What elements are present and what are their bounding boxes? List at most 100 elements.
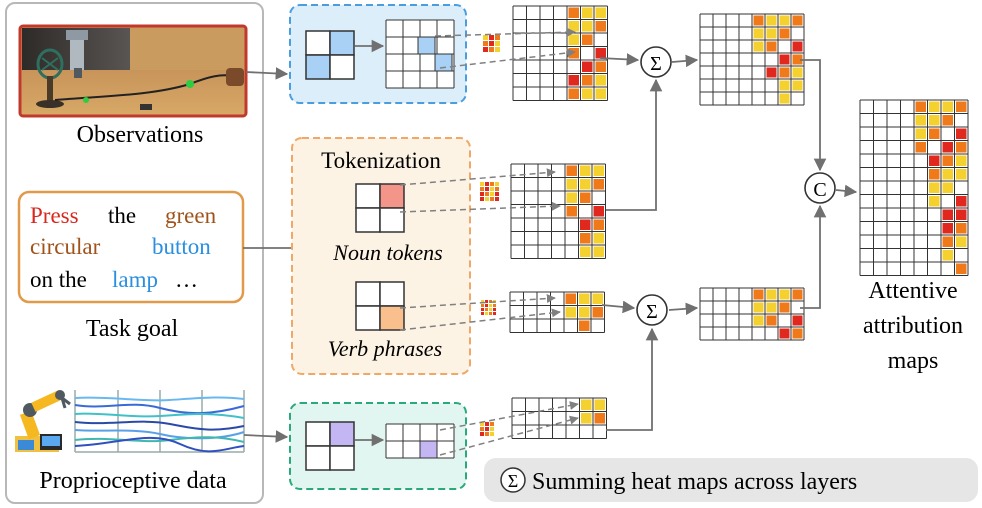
mini-cell <box>485 197 489 201</box>
heat-cell <box>593 398 606 411</box>
robot-arm-icon <box>15 390 71 452</box>
proprio-highlight <box>419 440 438 459</box>
mini-cell <box>483 47 488 52</box>
heat-cell <box>955 100 968 113</box>
heat-cell <box>752 27 765 40</box>
heat-cell <box>778 327 791 340</box>
word-the: the <box>108 203 136 228</box>
heat-cell <box>791 288 804 301</box>
mini-cell <box>481 312 484 315</box>
heat-cell <box>955 195 968 208</box>
mini-cell <box>490 427 494 431</box>
heat-cell <box>791 314 804 327</box>
heat-cell <box>592 178 605 191</box>
heat-cell <box>941 208 954 221</box>
heat-cell <box>591 306 604 319</box>
proprio-token-grid-2x2 <box>305 421 355 471</box>
heat-cell <box>565 205 578 218</box>
mini-cell <box>493 308 496 311</box>
heat-cell <box>752 14 765 27</box>
noun-token-grid <box>355 183 405 233</box>
word-ellipsis: … <box>175 267 198 292</box>
arrow-proprio <box>243 430 289 443</box>
mini-cell <box>485 422 489 426</box>
heat-cell <box>593 412 606 425</box>
heat-cell <box>778 53 791 66</box>
heatmap-obs-sum <box>699 13 805 106</box>
heat-cell <box>778 288 791 301</box>
heat-cell <box>581 20 594 33</box>
heat-cell <box>579 164 592 177</box>
heat-cell <box>778 92 791 105</box>
mini-cell <box>485 187 489 191</box>
heat-cell <box>955 141 968 154</box>
sum-node-bottom: Σ <box>636 294 668 326</box>
heat-cell <box>594 87 607 100</box>
mini-cell <box>495 35 500 40</box>
heat-cell <box>941 100 954 113</box>
heat-cell <box>579 218 592 231</box>
svg-text:maps: maps <box>888 348 939 374</box>
heat-cell <box>928 100 941 113</box>
attentive-attribution-map <box>859 99 969 276</box>
mini-cell <box>495 197 499 201</box>
mini-cell <box>480 422 484 426</box>
noun-tokens-label: Noun tokens <box>332 240 442 265</box>
heat-cell <box>791 66 804 79</box>
proprioceptive-label: Proprioceptive data <box>39 468 227 494</box>
heatmap-lang-proprio-sum <box>699 287 805 341</box>
heat-cell <box>567 74 580 87</box>
heat-cell <box>578 306 591 319</box>
heat-cell <box>914 141 927 154</box>
mini-cell <box>489 35 494 40</box>
obs-highlight-b <box>434 53 453 72</box>
heat-cell <box>791 40 804 53</box>
mini-cell <box>489 47 494 52</box>
svg-text:Σ: Σ <box>508 471 518 491</box>
heat-cell <box>592 218 605 231</box>
heat-cell <box>594 47 607 60</box>
word-button: button <box>152 234 211 259</box>
verb-phrases-label: Verb phrases <box>328 336 442 361</box>
mini-cell <box>485 304 488 307</box>
mini-cell <box>489 312 492 315</box>
heat-cell <box>581 6 594 19</box>
mini-cell <box>495 192 499 196</box>
obs-highlight-a <box>417 36 436 55</box>
mini-cell <box>490 197 494 201</box>
mini-cell <box>480 182 484 186</box>
heat-cell <box>914 100 927 113</box>
heat-cell <box>581 33 594 46</box>
flow-arrows <box>599 53 858 431</box>
heat-cell <box>591 292 604 305</box>
mini-cell <box>485 427 489 431</box>
proprio-token-grid-4x2 <box>385 423 455 459</box>
mini-cell <box>480 192 484 196</box>
heat-cell <box>928 154 941 167</box>
mini-cell <box>489 41 494 46</box>
mini-cell <box>490 192 494 196</box>
heat-cell <box>928 168 941 181</box>
word-green: green <box>165 203 217 228</box>
mini-cell <box>490 182 494 186</box>
heat-cell <box>928 127 941 140</box>
word-circular: circular <box>30 234 101 259</box>
heat-cell <box>752 301 765 314</box>
observation-image <box>18 24 248 118</box>
heat-cell <box>594 74 607 87</box>
heat-cell <box>941 141 954 154</box>
word-on-the: on the <box>30 267 87 292</box>
heat-cell <box>955 168 968 181</box>
mini-cell <box>489 304 492 307</box>
heat-cell <box>914 114 927 127</box>
mini-cell <box>483 41 488 46</box>
mini-cell <box>480 197 484 201</box>
heat-cell <box>565 164 578 177</box>
heat-cell <box>778 79 791 92</box>
heat-cell <box>594 60 607 73</box>
mini-cell <box>485 312 488 315</box>
heat-cell <box>955 154 968 167</box>
mini-cell <box>485 308 488 311</box>
arrow-obs <box>245 67 289 80</box>
